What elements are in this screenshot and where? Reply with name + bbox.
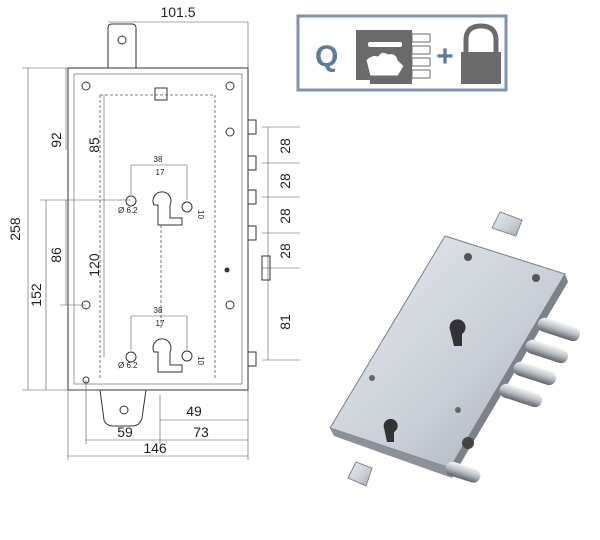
dim-total-height: 258 bbox=[7, 217, 23, 241]
lower-cylinder-cutout: 38 17 Ø 6.2 10 bbox=[118, 306, 205, 373]
dim-lower-height: 152 bbox=[28, 283, 44, 307]
upper-cylinder-cutout: 38 17 Ø 6.2 10 bbox=[118, 155, 205, 226]
upper-cylinder-offset: 10 bbox=[196, 210, 205, 219]
dim-upper-center: 85 bbox=[86, 137, 102, 153]
dimension-lines bbox=[22, 21, 300, 460]
dim-top-width: 101.5 bbox=[160, 4, 195, 20]
plus-sign: + bbox=[436, 40, 454, 73]
lower-cylinder-inner: 17 bbox=[156, 319, 165, 328]
dim-59: 59 bbox=[117, 424, 133, 440]
lower-cylinder-width: 38 bbox=[154, 306, 163, 315]
upper-hole-diameter: Ø 6.2 bbox=[118, 206, 138, 215]
dim-bolt-spacing-2: 28 bbox=[277, 173, 293, 189]
screw-holes bbox=[81, 81, 235, 384]
upper-cylinder-width: 38 bbox=[154, 155, 163, 164]
feature-badge: Q + bbox=[296, 14, 508, 92]
badge-letter: Q bbox=[315, 40, 338, 73]
dim-49: 49 bbox=[186, 403, 202, 419]
dim-total-width: 146 bbox=[143, 440, 167, 456]
dim-bolt-spacing-4: 28 bbox=[277, 243, 293, 259]
upper-cylinder-inner: 17 bbox=[156, 168, 165, 177]
dim-bolt-spacing-1: 28 bbox=[277, 138, 293, 154]
lower-hole-diameter: Ø 6.2 bbox=[118, 361, 138, 370]
bolt-rods bbox=[445, 317, 581, 483]
lock-mechanism-icon bbox=[356, 30, 431, 84]
dim-mid-left: 86 bbox=[48, 247, 64, 263]
dim-bolt-spacing-3: 28 bbox=[277, 208, 293, 224]
dim-upper-left: 92 bbox=[48, 132, 64, 148]
lock-product-photo bbox=[329, 211, 581, 487]
bolts bbox=[247, 119, 257, 367]
lock-plate-outline bbox=[67, 23, 271, 427]
dim-center-distance: 120 bbox=[86, 253, 102, 277]
dim-73: 73 bbox=[193, 424, 209, 440]
padlock-icon bbox=[461, 23, 501, 84]
lower-cylinder-offset: 10 bbox=[196, 356, 205, 365]
dim-bottom-right: 81 bbox=[277, 314, 293, 330]
